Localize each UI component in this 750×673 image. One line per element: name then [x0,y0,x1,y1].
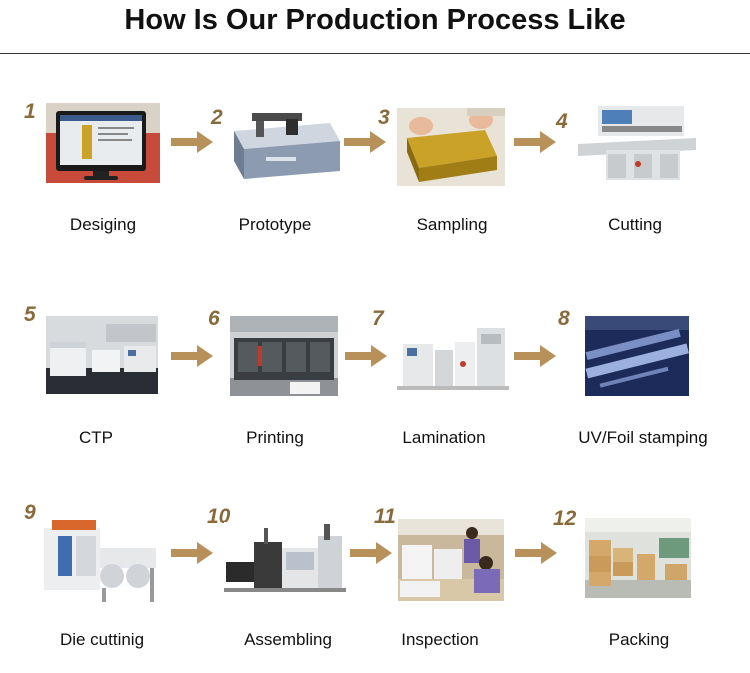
step-10-number: 10 [207,505,231,528]
printing-press-photo [230,316,338,396]
step-4-label: Cutting [608,215,662,234]
arrow-right-icon [344,131,386,153]
die-cutter-photo [38,518,158,604]
gold-box-photo [397,108,505,186]
cutting-plotter-photo [226,109,342,185]
ctp-machines-photo [46,316,158,394]
step-6-number: 6 [208,307,220,330]
inspection-workers-photo [398,519,504,601]
arrow-right-icon [171,542,213,564]
step-5-label: CTP [79,428,113,447]
foil-stamping-photo [585,316,689,396]
step-8-number: 8 [558,307,570,330]
title-divider [0,53,750,54]
arrow-right-icon [514,131,556,153]
step-3-label: Sampling [416,215,488,234]
step-6-label: Printing [246,428,304,447]
step-4-number: 4 [556,110,568,133]
step-12-number: 12 [553,507,577,530]
warehouse-boxes-photo [585,518,691,598]
step-1-label: Desiging [69,215,137,234]
lamination-machine-photo [397,320,509,392]
step-3-number: 3 [378,106,390,129]
computer-monitor-photo [46,103,160,183]
arrow-right-icon [171,345,213,367]
step-2-label: Prototype [238,215,312,234]
step-5-number: 5 [24,303,36,326]
arrow-right-icon [514,345,556,367]
arrow-right-icon [171,131,213,153]
step-11-number: 11 [374,505,396,528]
step-9-number: 9 [24,501,36,524]
step-12-label: Packing [608,630,670,649]
paper-cutter-photo [578,104,696,182]
step-10-label: Assembling [244,630,332,649]
arrow-right-icon [515,542,557,564]
page-title: How Is Our Production Process Like [124,4,626,36]
step-8-label: UV/Foil stamping [578,428,708,447]
assembly-machine-photo [224,522,346,596]
step-1-number: 1 [24,100,36,123]
step-11-label: Inspection [401,630,479,649]
step-9-label: Die cuttinig [59,630,145,649]
step-7-number: 7 [372,307,384,330]
arrow-right-icon [350,542,392,564]
arrow-right-icon [345,345,387,367]
step-2-number: 2 [211,106,223,129]
step-7-label: Lamination [402,428,486,447]
